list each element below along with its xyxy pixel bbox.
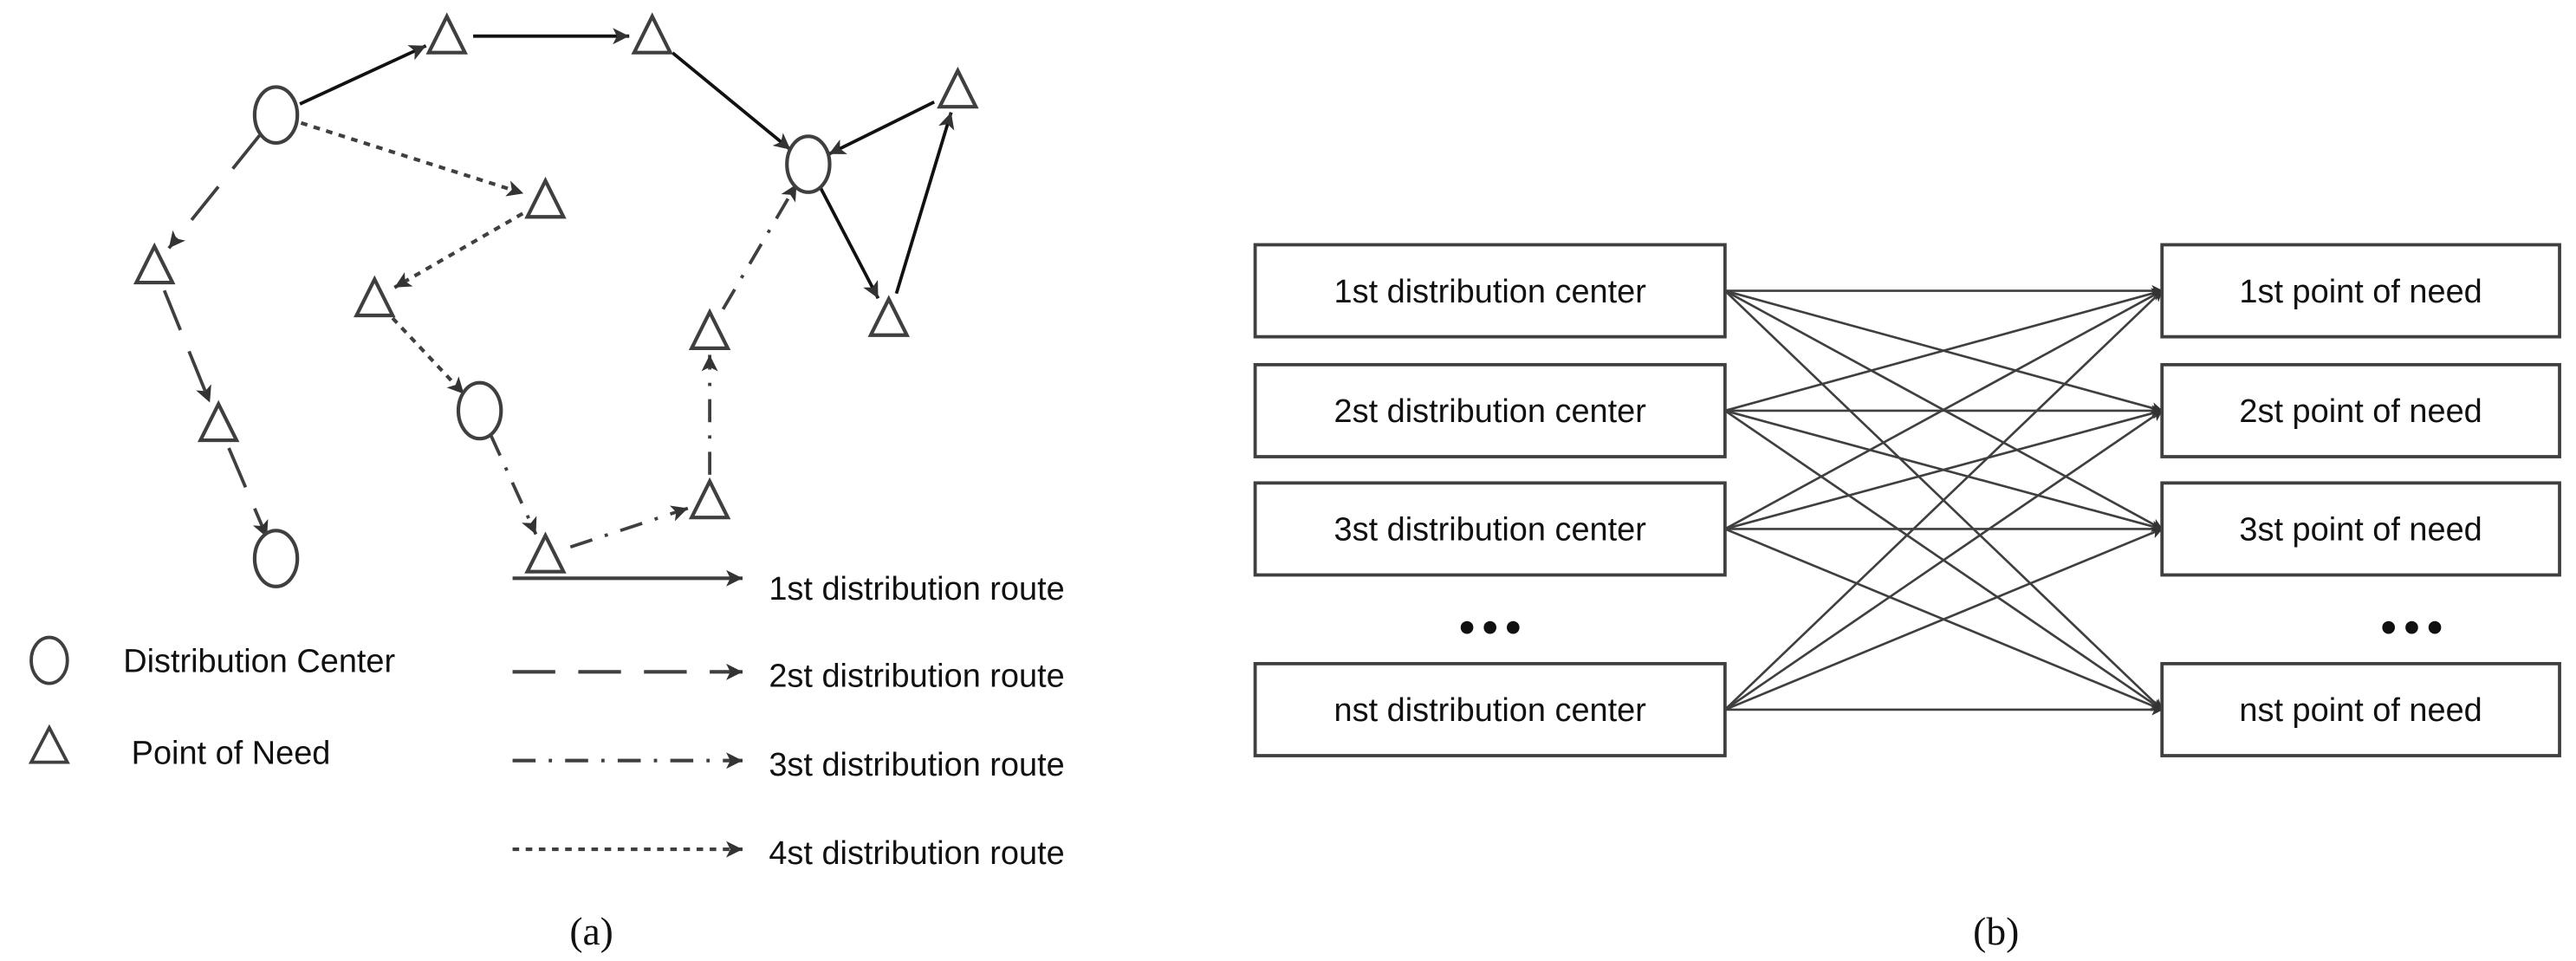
- point-of-need-legend-icon: [28, 724, 70, 764]
- legend-route-2: 2st distribution route: [769, 658, 1064, 694]
- caption-b: (b): [1973, 909, 2019, 953]
- panel-a-route-map: [133, 12, 979, 588]
- point-of-need-node: [425, 12, 468, 55]
- point-of-need-label: 1st point of need: [2239, 274, 2482, 310]
- point-of-need-box: [2160, 243, 2561, 339]
- point-of-need-node: [133, 242, 176, 285]
- route-edge: [671, 51, 792, 152]
- legend-distribution-center: Distribution Center: [123, 643, 395, 679]
- route-edge: [489, 433, 538, 536]
- network-edge: [1724, 407, 2164, 530]
- route-edge: [167, 134, 261, 250]
- point-of-need-label: 2st point of need: [2239, 393, 2482, 430]
- point-of-need-node: [524, 176, 567, 219]
- point-of-need-node: [524, 531, 567, 574]
- route-edge: [393, 211, 524, 289]
- legend-route-1: 1st distribution route: [769, 571, 1064, 607]
- network-edge: [1723, 289, 2164, 711]
- distribution-center-node: [252, 85, 300, 146]
- route-edge: [569, 505, 689, 549]
- route-edge: [894, 112, 955, 295]
- network-edge: [1724, 288, 2164, 412]
- centers-ellipsis: •••: [1456, 607, 1525, 649]
- route-edge: [300, 120, 524, 197]
- legend-point-of-need: Point of Need: [132, 736, 331, 772]
- point-of-need-box: [2160, 661, 2561, 757]
- route-edge: [827, 101, 936, 156]
- caption-a: (a): [569, 909, 613, 953]
- route-edge: [721, 183, 799, 310]
- point-of-need-node: [631, 12, 673, 55]
- network-edge: [1724, 409, 2164, 711]
- route-edge: [819, 186, 880, 300]
- panel-b-network: 1st distribution center 1st point of need…: [1253, 243, 2561, 757]
- point-of-need-box: [2160, 481, 2561, 577]
- network-edge: [1724, 289, 2164, 530]
- distribution-center-box: [1253, 481, 1727, 577]
- point-of-need-node: [197, 399, 240, 443]
- point-of-need-node: [937, 66, 979, 109]
- legend-route-4: 4st distribution route: [769, 835, 1064, 872]
- distribution-center-box: [1253, 661, 1727, 757]
- route-edge: [162, 289, 211, 404]
- network-edge: [1724, 527, 2164, 711]
- point-of-need-label: nst point of need: [2239, 692, 2482, 729]
- distribution-center-node: [785, 134, 832, 194]
- point-of-need-node: [688, 308, 731, 350]
- point-of-need-node: [867, 295, 910, 337]
- needs-ellipsis: •••: [2377, 607, 2446, 649]
- point-of-need-box: [2160, 362, 2561, 458]
- distribution-center-label: 2st distribution center: [1334, 393, 1646, 430]
- distribution-center-label: 3st distribution center: [1334, 512, 1646, 549]
- route-edge: [227, 447, 269, 538]
- point-of-need-node: [688, 477, 731, 520]
- route-edge: [391, 316, 465, 396]
- point-of-need-label: 3st point of need: [2239, 512, 2482, 549]
- legend-route-3: 3st distribution route: [769, 747, 1064, 783]
- distribution-center-label: 1st distribution center: [1334, 274, 1646, 310]
- distribution-center-node: [252, 529, 300, 588]
- distribution-center-legend-icon: [29, 635, 69, 685]
- distribution-center-node: [456, 380, 503, 441]
- point-of-need-node: [354, 275, 396, 318]
- distribution-center-label: nst distribution center: [1334, 692, 1646, 729]
- route-edge: [299, 44, 427, 106]
- distribution-center-box: [1253, 243, 1727, 339]
- legend: Distribution Center Point of Need 1st di…: [28, 569, 1065, 872]
- distribution-center-box: [1253, 362, 1727, 458]
